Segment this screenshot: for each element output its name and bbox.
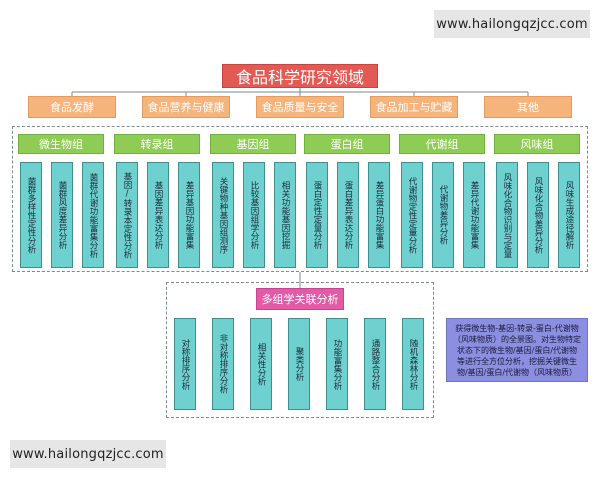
group-microbiome: 微生物组: [18, 134, 104, 154]
summary-note-text: 获得微生物-基因-转录-蛋白-代谢物（风味物质）的全景图。对生物特定状态下的微生…: [453, 323, 581, 377]
category-fermentation: 食品发酵: [28, 96, 116, 118]
category-nutrition-health: 食品营养与健康: [142, 96, 230, 118]
leaf-item: 比较基因组学分析: [243, 162, 265, 268]
group-proteome: 蛋白组: [304, 134, 390, 154]
leaf-item: 相关功能基因挖掘: [274, 162, 296, 268]
category-processing-storage: 食品加工与贮藏: [370, 96, 458, 118]
leaf-item: 差异蛋白功能富集: [368, 162, 390, 268]
leaf-item: 菌群代谢功能富集分析: [82, 162, 104, 268]
leaf-item: 风味生成途径解析: [558, 162, 580, 268]
leaf-item: 蛋白定性定量分析: [306, 162, 328, 268]
leaf-item: 相关性分析: [250, 318, 272, 410]
main-title: 食品科学研究领域: [222, 64, 378, 88]
leaf-item: 差异基因功能富集: [178, 162, 200, 268]
leaf-item: 菌群风度差异分析: [51, 162, 73, 268]
leaf-item: 对称排序分析: [174, 318, 196, 410]
omics-container: [12, 126, 588, 272]
leaf-item: 非对称排序分析: [212, 318, 234, 410]
multi-omics-container: [166, 282, 434, 418]
leaf-item: 随机森林分析: [402, 318, 424, 410]
leaf-item: 基因/转录本定性分析: [116, 162, 138, 268]
group-metabolome: 代谢组: [399, 134, 485, 154]
leaf-item: 基因差异表达分析: [147, 162, 169, 268]
leaf-item: 聚类分析: [288, 318, 310, 410]
leaf-item: 蛋白差异表达分析: [337, 162, 359, 268]
leaf-item: 差异代谢功能富集: [463, 162, 485, 268]
summary-note: 获得微生物-基因-转录-蛋白-代谢物（风味物质）的全景图。对生物特定状态下的微生…: [446, 318, 588, 382]
leaf-item: 代谢物差异分析: [432, 162, 454, 268]
group-genome: 基因组: [210, 134, 296, 154]
leaf-item: 风味化合物识别与定量: [496, 162, 518, 268]
leaf-item: 菌群多样性定性分析: [20, 162, 42, 268]
category-quality-safety: 食品质量与安全: [256, 96, 344, 118]
multi-omics-title: 多组学关联分析: [256, 288, 344, 310]
group-transcriptome: 转录组: [114, 134, 200, 154]
group-flavoromics: 风味组: [494, 134, 580, 154]
leaf-item: 关键物种基因组测序: [212, 162, 234, 268]
watermark-top: www.hailongqzjcc.com: [434, 10, 590, 38]
category-other: 其他: [484, 96, 572, 118]
leaf-item: 通路整合分析: [364, 318, 386, 410]
leaf-item: 风味化合物差异分析: [527, 162, 549, 268]
watermark-bottom: www.hailongqzjcc.com: [10, 440, 166, 468]
leaf-item: 代谢物定性定量分析: [401, 162, 423, 268]
leaf-item: 功能富集分析: [326, 318, 348, 410]
